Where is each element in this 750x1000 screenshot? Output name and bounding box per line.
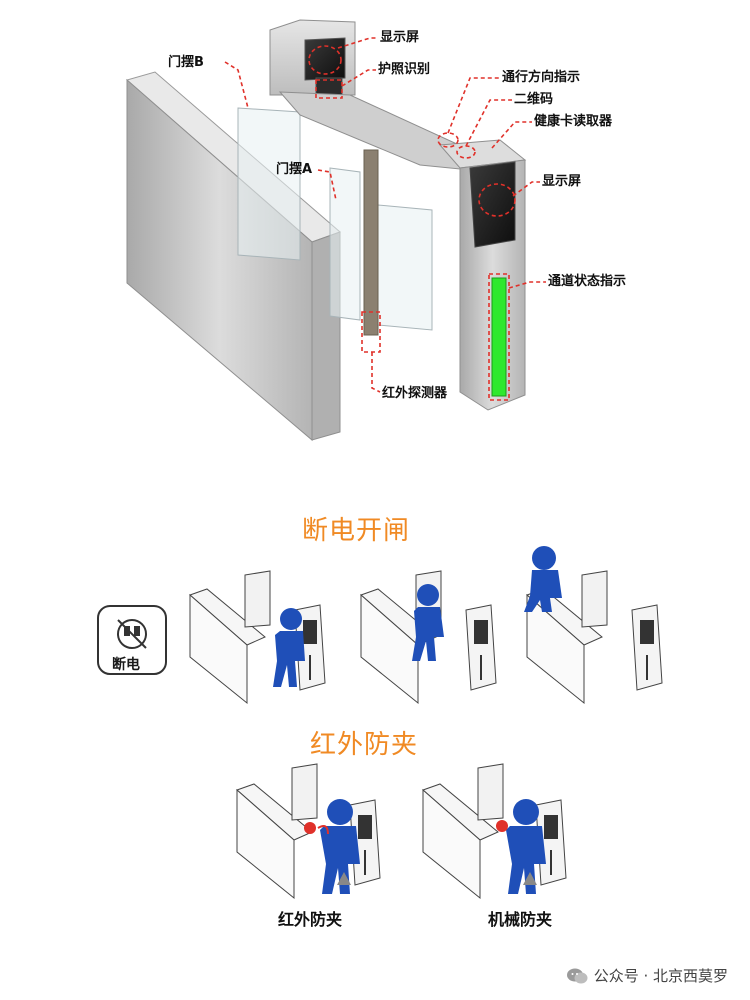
callout-box-infrared	[361, 311, 381, 353]
center-post	[363, 149, 379, 336]
mechanical-scene	[422, 763, 567, 900]
person-figure-1	[273, 608, 305, 687]
sensor-beam-icon	[304, 822, 316, 834]
arrow-up-icon	[337, 872, 351, 885]
infrared-scene	[236, 763, 381, 900]
callout-ring-display-side	[478, 183, 516, 217]
gate-a-glass	[329, 167, 361, 321]
footer-text: 公众号 · 北京西莫罗	[593, 967, 728, 985]
label-passport: 护照识别	[378, 62, 431, 77]
callout-box-status	[488, 273, 510, 401]
label-status: 通道状态指示	[548, 274, 627, 289]
person-figure-3	[524, 546, 562, 612]
label-display-top: 显示屏	[380, 30, 420, 45]
section-title-infrared: 红外防夹	[310, 730, 419, 760]
label-gate-b: 门摆B	[168, 55, 204, 70]
label-infrared: 红外探测器	[382, 386, 448, 401]
section-title-power: 断电开闸	[302, 516, 411, 546]
person-figure-2	[412, 584, 444, 661]
power-scene-3	[524, 546, 663, 705]
gate-right-glass	[377, 204, 433, 331]
label-display-side: 显示屏	[542, 174, 582, 189]
arrow-up-icon	[523, 872, 537, 885]
top-tower	[269, 19, 356, 101]
power-scene-1	[189, 570, 326, 705]
right-cabinet	[438, 139, 527, 411]
person-figure-infrared	[320, 799, 360, 894]
callout-ring-direction	[437, 132, 459, 148]
footer-watermark: 公众号 · 北京西莫罗	[566, 965, 728, 986]
gate-b-glass	[237, 107, 301, 261]
unplug-icon	[97, 605, 167, 675]
wechat-icon	[566, 968, 588, 983]
label-qrcode: 二维码	[514, 92, 554, 107]
left-cabinet	[125, 71, 341, 442]
person-figure-mechanical	[506, 799, 546, 894]
callout-ring-display-top	[308, 45, 342, 75]
caption-mechanical: 机械防夹	[488, 910, 553, 929]
power-scene-2	[360, 570, 497, 705]
label-health-card: 健康卡读取器	[534, 114, 613, 129]
label-direction: 通行方向指示	[502, 70, 581, 85]
plug-label: 断电	[112, 657, 140, 673]
pinch-alert-icon	[496, 820, 508, 832]
turnstile-main-diagram	[125, 19, 546, 442]
caption-infrared: 红外防夹	[278, 910, 343, 929]
callout-box-passport	[315, 79, 343, 99]
label-gate-a: 门摆A	[276, 162, 313, 177]
